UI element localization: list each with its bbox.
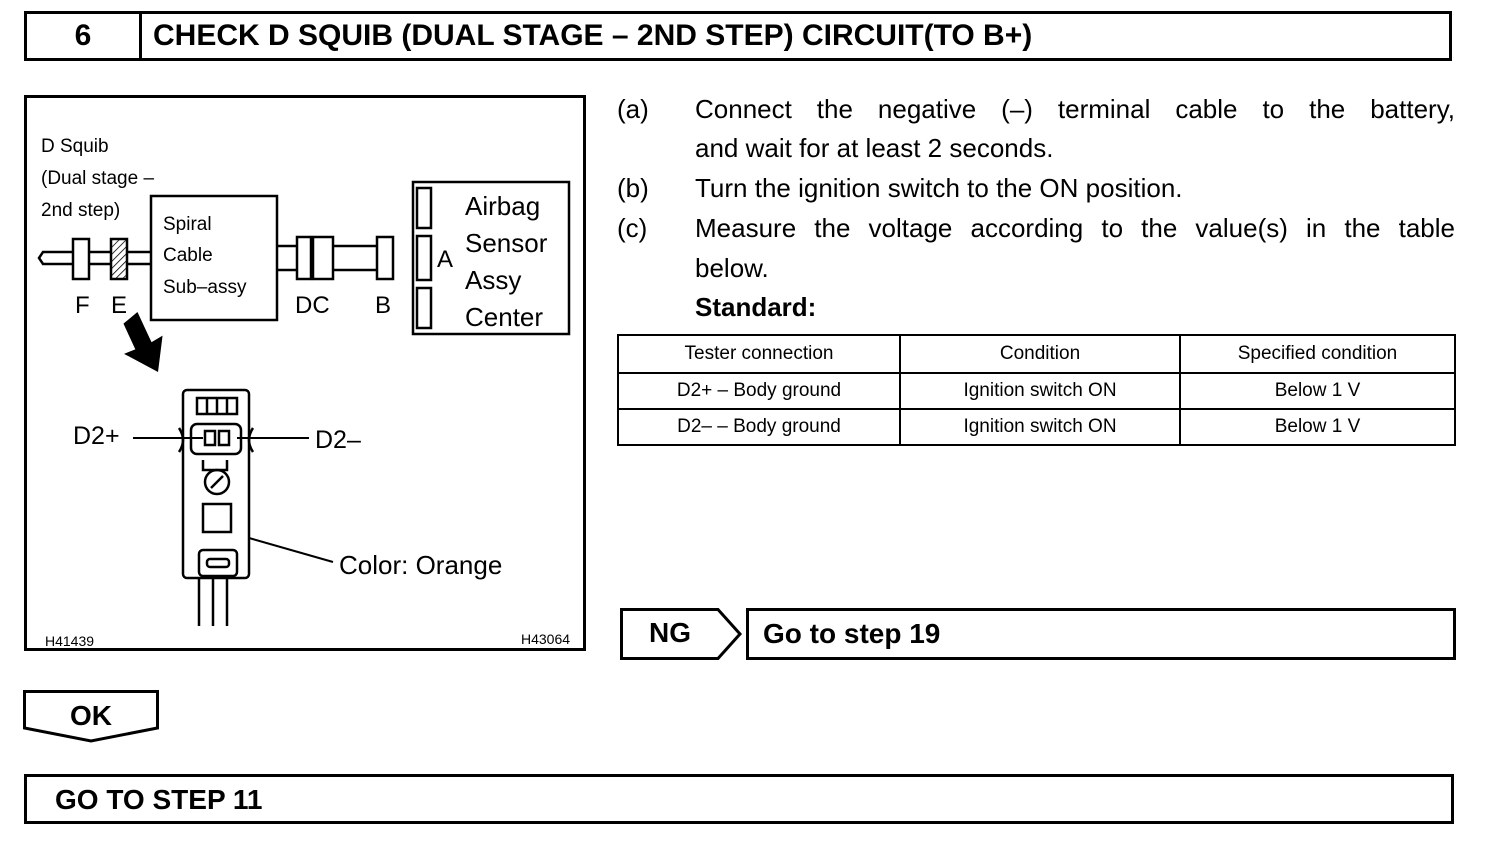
table-header-row: Tester connection Condition Specified co… — [617, 334, 1456, 374]
spiral-cable-box — [149, 194, 279, 322]
pin-d2-plus-label: D2+ — [73, 422, 120, 450]
squib-terminal — [37, 250, 67, 266]
airbag-label-line-3: Assy — [465, 265, 522, 295]
standard-label: Standard: — [695, 292, 817, 322]
ng-result: Go to step 19 — [746, 608, 1456, 660]
airbag-label-line-1: Airbag — [465, 191, 541, 221]
pin-d2-minus-label: D2– — [315, 426, 361, 454]
connector-e-shape — [109, 237, 129, 281]
connector-f-shape — [71, 237, 91, 281]
spiral-label-line-3: Sub–assy — [163, 277, 247, 298]
step-title: CHECK D SQUIB (DUAL STAGE – 2ND STEP) CI… — [153, 19, 1033, 52]
connector-e-label: E — [111, 292, 128, 319]
table-row: D2+ – Body ground Ignition switch ON Bel… — [617, 372, 1456, 410]
figure-code-right: H43064 — [521, 631, 571, 647]
color-label: Color: Orange — [339, 550, 503, 580]
step-c-line-1: Measure the voltage according to the val… — [695, 213, 1455, 243]
figure-code-left: H41439 — [45, 633, 95, 649]
airbag-label-line-2: Sensor — [465, 228, 548, 258]
step-b-line-1: Turn the ignition switch to the ON posit… — [695, 173, 1183, 203]
connector-b-label: B — [375, 292, 392, 319]
table-cell: D2– – Body ground — [617, 408, 901, 446]
table-cell: D2+ – Body ground — [617, 372, 901, 410]
table-cell: Below 1 V — [1179, 372, 1456, 410]
connector-dc-left — [295, 235, 313, 281]
table-header-cell: Condition — [899, 334, 1181, 374]
step-c-letter: (c) — [617, 213, 648, 243]
step-c-line-2: below. — [695, 253, 769, 283]
spiral-label-line-1: Spiral — [163, 214, 212, 235]
ng-label: NG — [649, 617, 691, 648]
connector-b-shape — [375, 235, 395, 281]
table-cell: Below 1 V — [1179, 408, 1456, 446]
table-header-cell: Specified condition — [1179, 334, 1456, 374]
squib-label-line-1: D Squib — [41, 136, 109, 157]
step-header: 6 CHECK D SQUIB (DUAL STAGE – 2ND STEP) … — [24, 11, 1452, 61]
next-step-box: GO TO STEP 11 — [24, 774, 1454, 824]
standard-table: Tester connection Condition Specified co… — [617, 334, 1456, 446]
connector-diagram — [37, 180, 571, 626]
step-a-line-2: and wait for at least 2 seconds. — [695, 133, 1054, 163]
table-cell: Ignition switch ON — [899, 372, 1181, 410]
squib-label-line-3: 2nd step) — [41, 200, 121, 221]
spiral-label-line-2: Cable — [163, 245, 213, 266]
wiring-figure: D Squib (Dual stage – 2nd step) Spiral C… — [24, 95, 586, 651]
ok-label: OK — [70, 700, 112, 731]
table-header-cell: Tester connection — [617, 334, 901, 374]
step-a-letter: (a) — [617, 94, 649, 124]
ng-arrow-box — [620, 608, 743, 660]
arrow-icon — [123, 312, 163, 372]
connector-body — [181, 388, 251, 580]
connector-dc-right — [311, 235, 335, 281]
connector-a-label: A — [437, 246, 454, 273]
table-row: D2– – Body ground Ignition switch ON Bel… — [617, 408, 1456, 446]
airbag-sensor-box — [411, 180, 571, 336]
connector-f-label: F — [75, 292, 90, 319]
step-number: 6 — [27, 14, 142, 58]
table-cell: Ignition switch ON — [899, 408, 1181, 446]
step-b-letter: (b) — [617, 173, 649, 203]
connector-dc-label: DC — [295, 292, 330, 319]
step-a-line-1: Connect the negative (–) terminal cable … — [695, 94, 1455, 124]
airbag-label-line-4: Center — [465, 302, 544, 332]
ok-arrow-box — [23, 690, 159, 743]
squib-label-line-2: (Dual stage – — [41, 168, 155, 189]
